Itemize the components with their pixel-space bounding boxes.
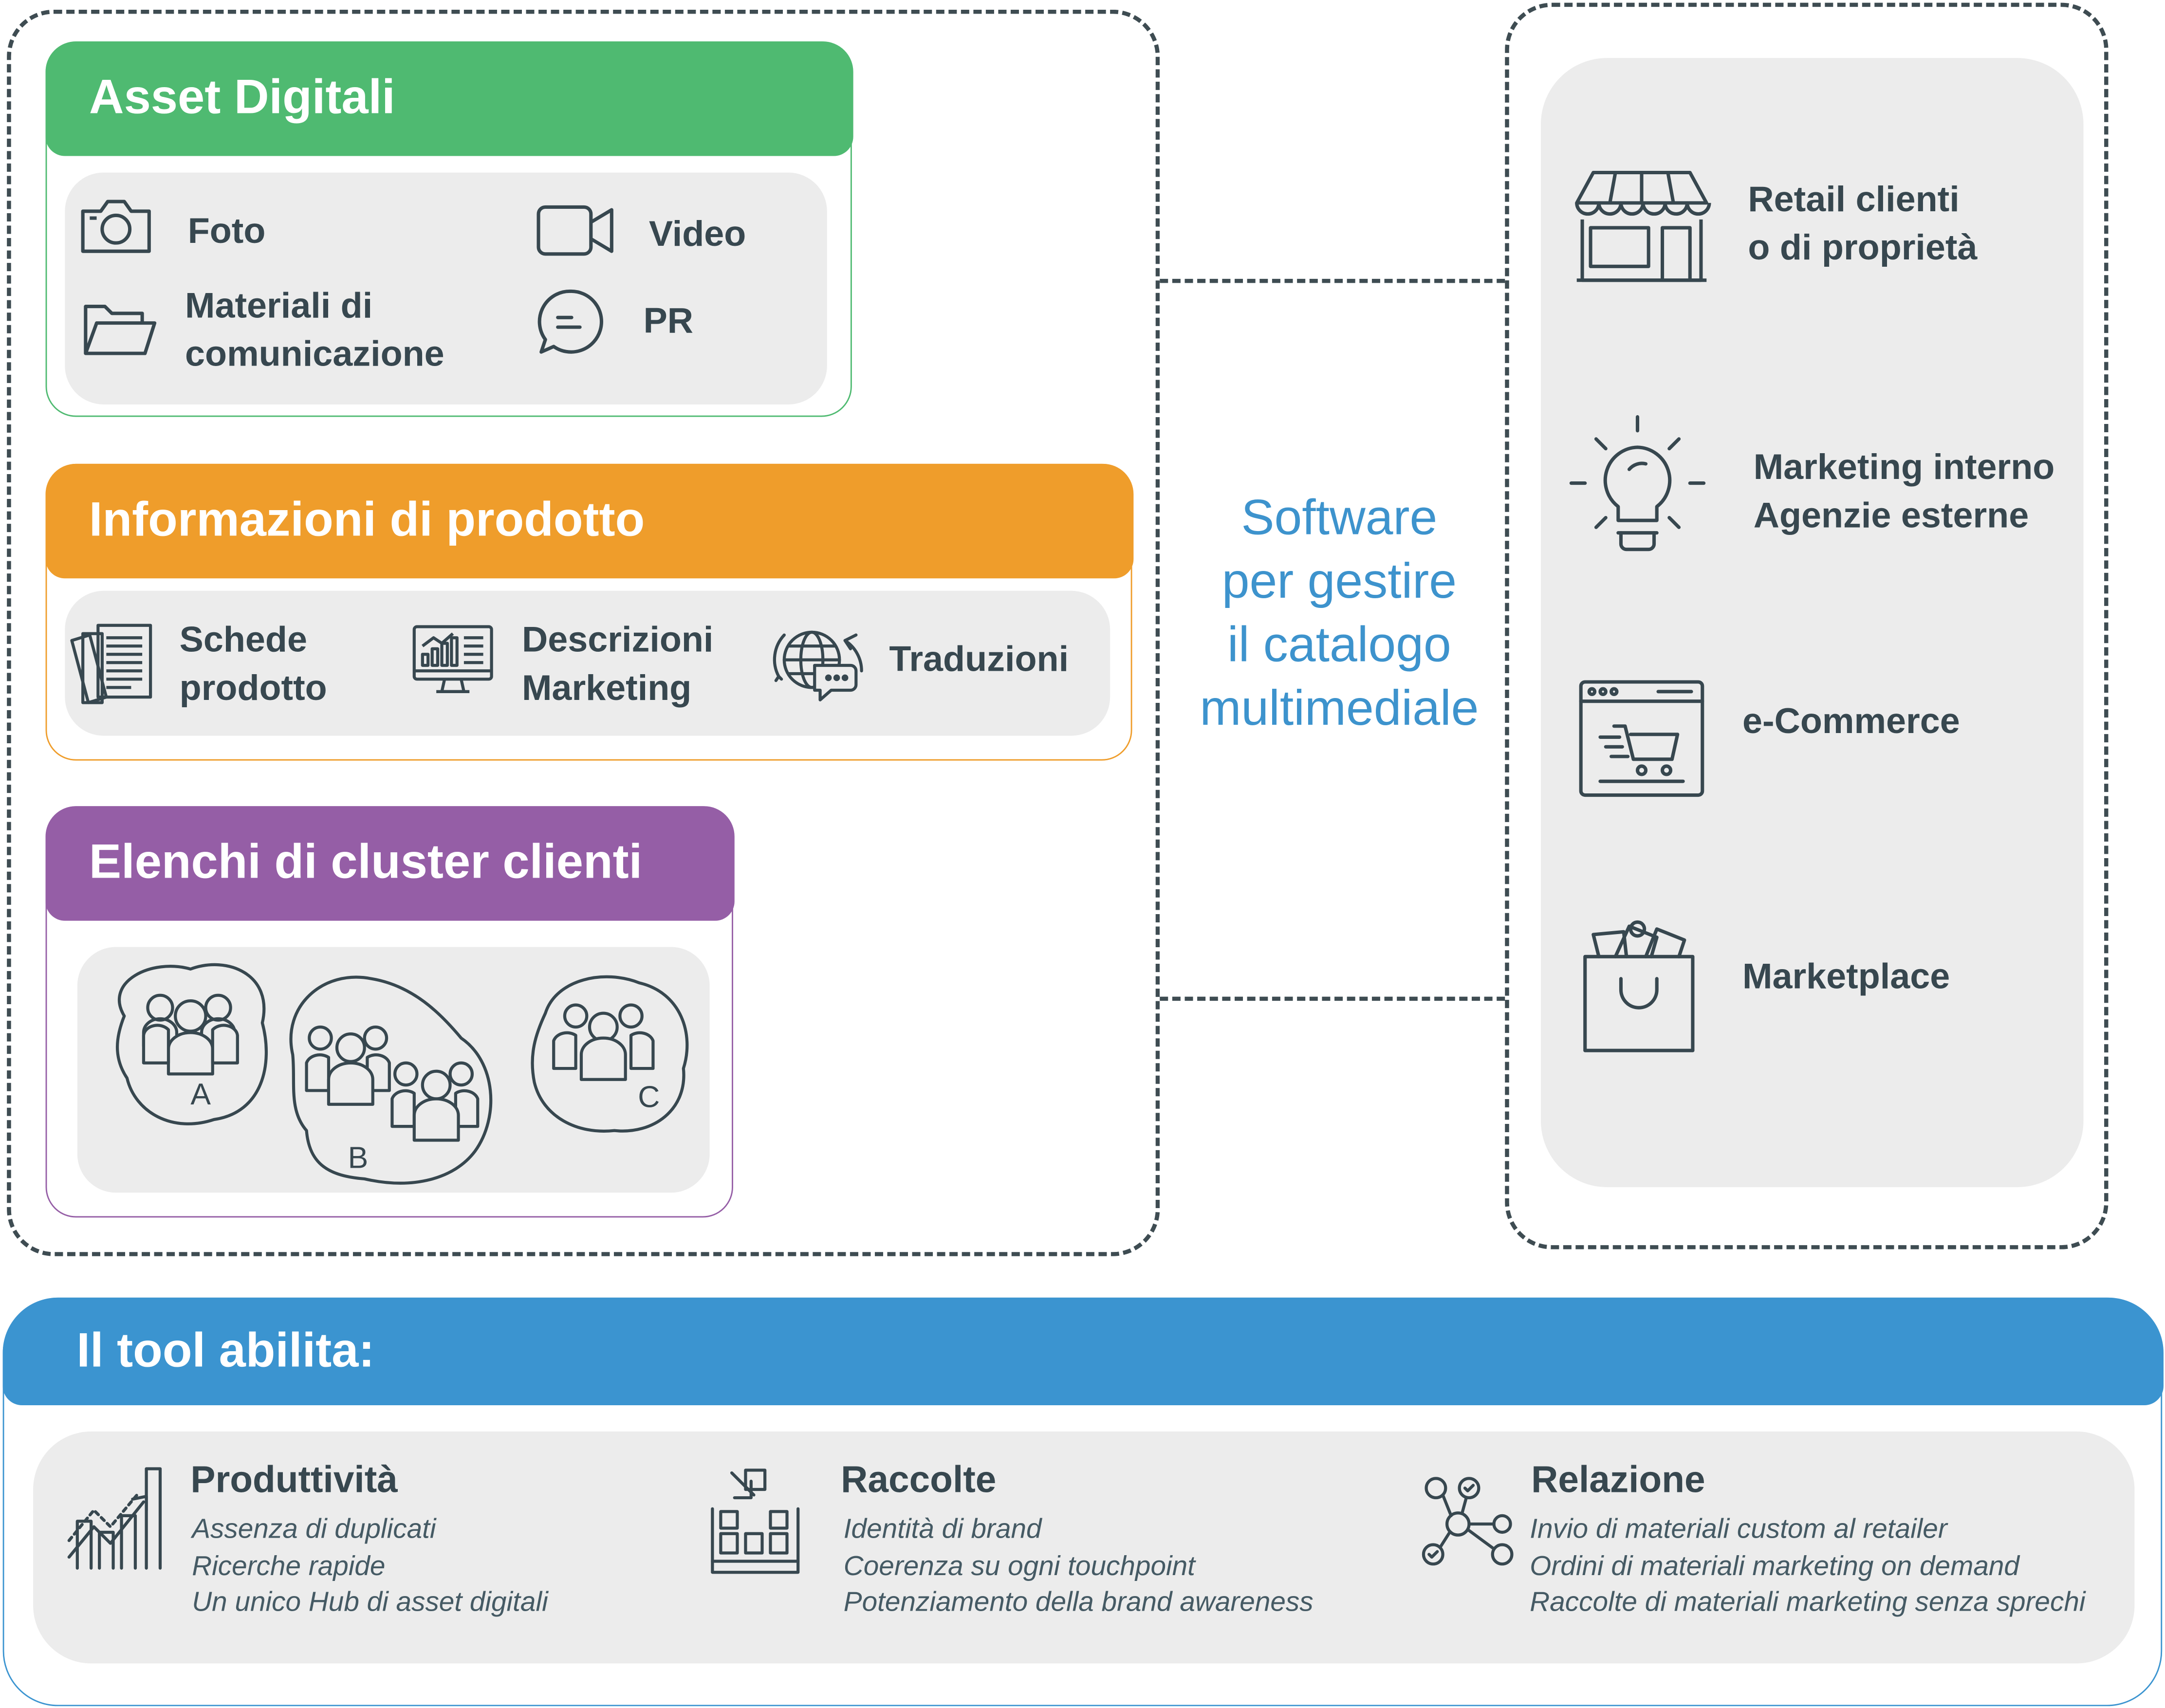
- foto-label: Foto: [187, 210, 266, 252]
- descrizioni-marketing-label: Descrizioni Marketing: [522, 618, 714, 708]
- retail-clienti-label: Retail clienti o di proprietà: [1748, 178, 1978, 268]
- connector-top: [1160, 278, 1505, 283]
- chat-bubble-icon: [536, 287, 605, 356]
- growth-chart-icon: [66, 1466, 166, 1571]
- shopping-bag-icon: [1579, 918, 1698, 1056]
- tool-panel: [33, 1431, 2135, 1664]
- monitor-chart-icon: [411, 624, 494, 696]
- store-icon: [1574, 170, 1711, 283]
- raccolte-list: Identità di brand Coerenza su ogni touch…: [843, 1514, 1314, 1618]
- informazioni-prodotto-title: Informazioni di prodotto: [45, 463, 1133, 578]
- tool-title: Il tool abilita:: [2, 1297, 2163, 1405]
- collection-grid-icon: [710, 1468, 801, 1575]
- traduzioni-label: Traduzioni: [889, 638, 1069, 680]
- raccolte-title: Raccolte: [841, 1459, 997, 1501]
- produttivita-title: Produttività: [190, 1459, 398, 1501]
- lightbulb-icon: [1569, 414, 1707, 558]
- cluster-b-letter: B: [348, 1140, 369, 1175]
- folder-icon: [83, 301, 157, 359]
- video-camera-icon: [536, 204, 615, 257]
- documents-icon: [65, 621, 154, 711]
- asset-digitali-panel: [65, 172, 827, 404]
- video-label: Video: [648, 212, 746, 254]
- marketing-interno-label: Marketing interno Agenzie esterne: [1753, 446, 2055, 536]
- pr-label: PR: [643, 299, 694, 341]
- materiali-comunicazione-label: Materiali di comunicazione: [185, 284, 444, 374]
- cluster-b-icon: [282, 972, 495, 1187]
- cluster-a-icon: [111, 961, 274, 1129]
- cluster-c-icon: [529, 972, 692, 1138]
- ecommerce-label: e-Commerce: [1742, 699, 1960, 741]
- relazione-title: Relazione: [1531, 1459, 1705, 1501]
- relazione-list: Invio di materiali custom al retailer Or…: [1530, 1514, 2086, 1618]
- produttivita-list: Assenza di duplicati Ricerche rapide Un …: [192, 1514, 548, 1618]
- cluster-c-letter: C: [638, 1079, 660, 1114]
- camera-icon: [79, 198, 153, 256]
- inputs-dashed-frame: [7, 9, 1160, 1256]
- globe-translate-icon: [773, 621, 867, 704]
- connector-bottom: [1160, 996, 1505, 1001]
- ecommerce-cart-icon: [1578, 679, 1705, 798]
- channels-panel: [1540, 58, 2084, 1187]
- asset-digitali-title: Asset Digitali: [45, 40, 853, 156]
- software-catalogo-text: Software per gestire il catalogo multime…: [1200, 488, 1479, 736]
- channels-dashed-frame: [1505, 2, 2109, 1249]
- marketplace-label: Marketplace: [1742, 955, 1950, 997]
- informazioni-prodotto-panel: [65, 590, 1110, 736]
- network-nodes-icon: [1422, 1474, 1514, 1568]
- schede-prodotto-label: Schede prodotto: [179, 618, 327, 708]
- cluster-a-letter: A: [190, 1077, 211, 1111]
- cluster-clienti-title: Elenchi di cluster clienti: [45, 805, 734, 920]
